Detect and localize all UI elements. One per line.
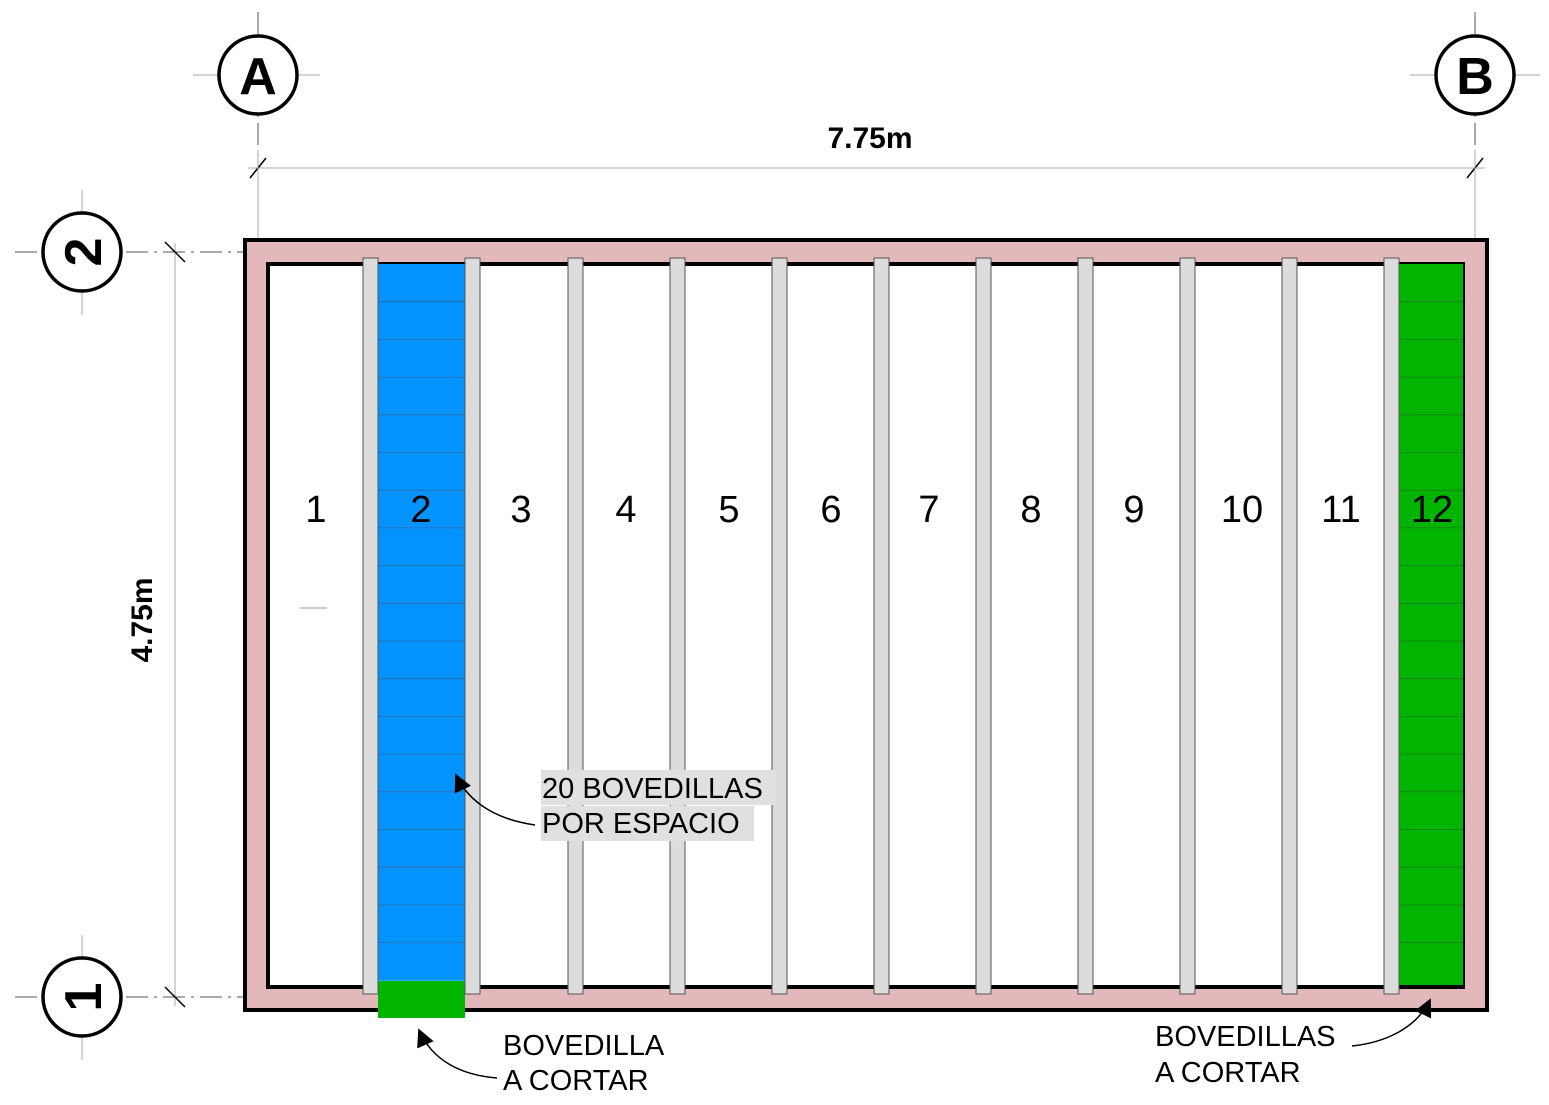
- note-per-space-line-2: POR ESPACIO: [542, 808, 740, 840]
- height-label: 4.75m: [126, 577, 159, 662]
- space-number: 12: [1411, 489, 1453, 531]
- joist-beam: [669, 257, 686, 995]
- axis-label-1: 1: [55, 983, 113, 1012]
- ring-beam: [243, 238, 1489, 1012]
- note-cut-single-line-1: BOVEDILLA: [503, 1030, 665, 1062]
- note-cut-single: BOVEDILLA A CORTAR: [417, 1028, 665, 1097]
- full-blocks-space-2: [378, 264, 465, 981]
- note-cut-multiple-line-1: BOVEDILLAS: [1155, 1021, 1336, 1053]
- note-cut-multiple-line-2: A CORTAR: [1155, 1057, 1301, 1089]
- joist-beam: [975, 257, 992, 995]
- leader-arrow: [454, 773, 536, 826]
- cut-blocks-space-12: [1399, 264, 1463, 985]
- space-number: 9: [1123, 489, 1144, 531]
- leader-arrow: [417, 1028, 498, 1079]
- axis-bubble-2: 2: [41, 211, 123, 293]
- axis-label-2: 2: [55, 238, 113, 267]
- note-per-space: 20 BOVEDILLAS POR ESPACIO: [454, 770, 776, 841]
- cut-block: [378, 981, 465, 1018]
- note-cut-multiple: BOVEDILLAS A CORTAR: [1155, 998, 1432, 1089]
- axis-bubble-1: 1: [41, 956, 123, 1038]
- space-number: 5: [718, 489, 739, 531]
- space-number: 8: [1020, 489, 1041, 531]
- joist-beam: [1077, 257, 1094, 995]
- space-number: 11: [1321, 489, 1360, 531]
- joist-beam: [362, 257, 379, 995]
- note-cut-single-line-2: A CORTAR: [503, 1065, 649, 1097]
- joist-beam: [1179, 257, 1196, 995]
- joist-beam: [771, 257, 788, 995]
- space-number: 2: [410, 489, 431, 531]
- space-number: 6: [820, 489, 841, 531]
- joist-beam: [1383, 257, 1400, 995]
- space-number: 7: [918, 489, 939, 531]
- space-number: 10: [1221, 489, 1263, 531]
- note-per-space-line-1: 20 BOVEDILLAS: [542, 773, 763, 805]
- space-number: 1: [305, 489, 326, 531]
- width-label: 7.75m: [827, 122, 912, 155]
- space-number: 3: [510, 489, 531, 531]
- axis-label-a: A: [239, 48, 277, 106]
- joist-beam: [464, 257, 481, 995]
- joist-beam: [1281, 257, 1298, 995]
- axis-bubble-b: B: [1434, 34, 1516, 116]
- axis-label-b: B: [1456, 48, 1494, 106]
- beams-layer: [362, 257, 1400, 995]
- leader-arrow: [1351, 998, 1432, 1047]
- axis-bubble-a: A: [217, 34, 299, 116]
- joist-beam: [567, 257, 584, 995]
- joist-beam: [873, 257, 890, 995]
- height-dimension: 4.75m: [126, 241, 186, 1008]
- width-dimension: 7.75m: [248, 122, 1485, 240]
- blocks-layer: [378, 264, 1463, 1018]
- space-number: 4: [615, 489, 636, 531]
